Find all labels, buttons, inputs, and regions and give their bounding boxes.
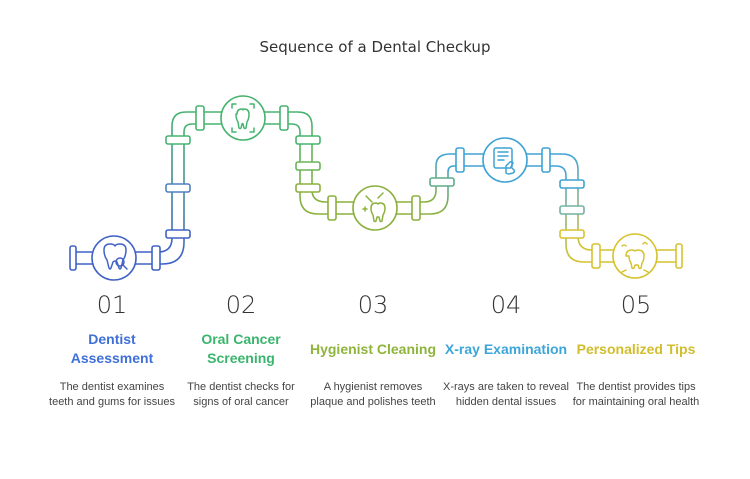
pipe-end-cap-left xyxy=(69,245,77,271)
tooth-magnifier-icon xyxy=(103,243,128,270)
pipe-flange xyxy=(165,229,191,239)
pipe-segment-4 xyxy=(523,153,615,251)
toothbrush-sparkle-icon xyxy=(362,192,386,223)
diagram-title: Sequence of a Dental Checkup xyxy=(259,38,491,56)
pipe-flange xyxy=(591,243,601,269)
xray-hand-icon xyxy=(493,147,516,175)
pipe-flange xyxy=(151,245,161,271)
step-5: 05 Personalized Tips The dentist provide… xyxy=(570,290,702,410)
pipe-flange xyxy=(195,105,205,131)
pipe-flange xyxy=(165,183,191,193)
pipe-flange xyxy=(279,105,289,131)
node-circle-1 xyxy=(91,235,137,281)
node-circle-3 xyxy=(352,185,398,231)
step-description: The dentist provides tips for maintainin… xyxy=(572,381,700,408)
pipe-flange xyxy=(295,161,321,171)
tooth-advice-icon xyxy=(621,241,649,273)
step-title: X-ray Examination xyxy=(444,340,568,357)
step-description: The dentist checks for signs of oral can… xyxy=(187,381,295,408)
step-description: X-rays are taken to reveal hidden dental… xyxy=(443,381,569,408)
node-circle-5 xyxy=(612,233,658,279)
pipe-flange xyxy=(455,147,465,173)
pipe-flange xyxy=(541,147,551,173)
step-title: Oral Cancer Screening xyxy=(201,331,281,366)
pipe-end-cap-right xyxy=(675,243,683,269)
pipe-segment-2 xyxy=(261,111,359,203)
pipe-flange xyxy=(411,195,421,221)
step-4: 04 X-ray Examination X-rays are taken to… xyxy=(440,290,572,410)
pipe-segment-3-inner xyxy=(391,165,487,215)
pipe-flange xyxy=(165,135,191,145)
node-circle-2 xyxy=(220,95,266,141)
step-2: 02 Oral Cancer Screening The dentist che… xyxy=(175,290,307,410)
pipe-flange xyxy=(559,229,585,239)
step-number: 04 xyxy=(490,291,522,319)
pipe-flange xyxy=(559,205,585,215)
step-number: 01 xyxy=(96,291,128,319)
pipe-flange xyxy=(295,135,321,145)
pipe-flange xyxy=(429,177,455,187)
step-description: A hygienist removes plaque and polishes … xyxy=(310,381,436,408)
step-title: Dentist Assessment xyxy=(70,331,154,366)
step-number: 03 xyxy=(357,291,389,319)
step-number: 02 xyxy=(225,291,257,319)
tooth-scan-icon xyxy=(231,103,255,133)
pipe-flange xyxy=(559,179,585,189)
pipe-flange xyxy=(327,195,337,221)
step-1: 01 Dentist Assessment The dentist examin… xyxy=(46,290,178,410)
pipe-segment-1 xyxy=(74,111,225,253)
pipe-flange xyxy=(295,183,321,193)
step-number: 05 xyxy=(620,291,652,319)
step-3: 03 Hygienist Cleaning A hygienist remove… xyxy=(307,290,439,410)
step-title: Hygienist Cleaning xyxy=(309,340,437,357)
step-title: Personalized Tips xyxy=(576,340,696,357)
step-description: The dentist examines teeth and gums for … xyxy=(49,381,175,408)
node-circle-4 xyxy=(482,137,528,183)
